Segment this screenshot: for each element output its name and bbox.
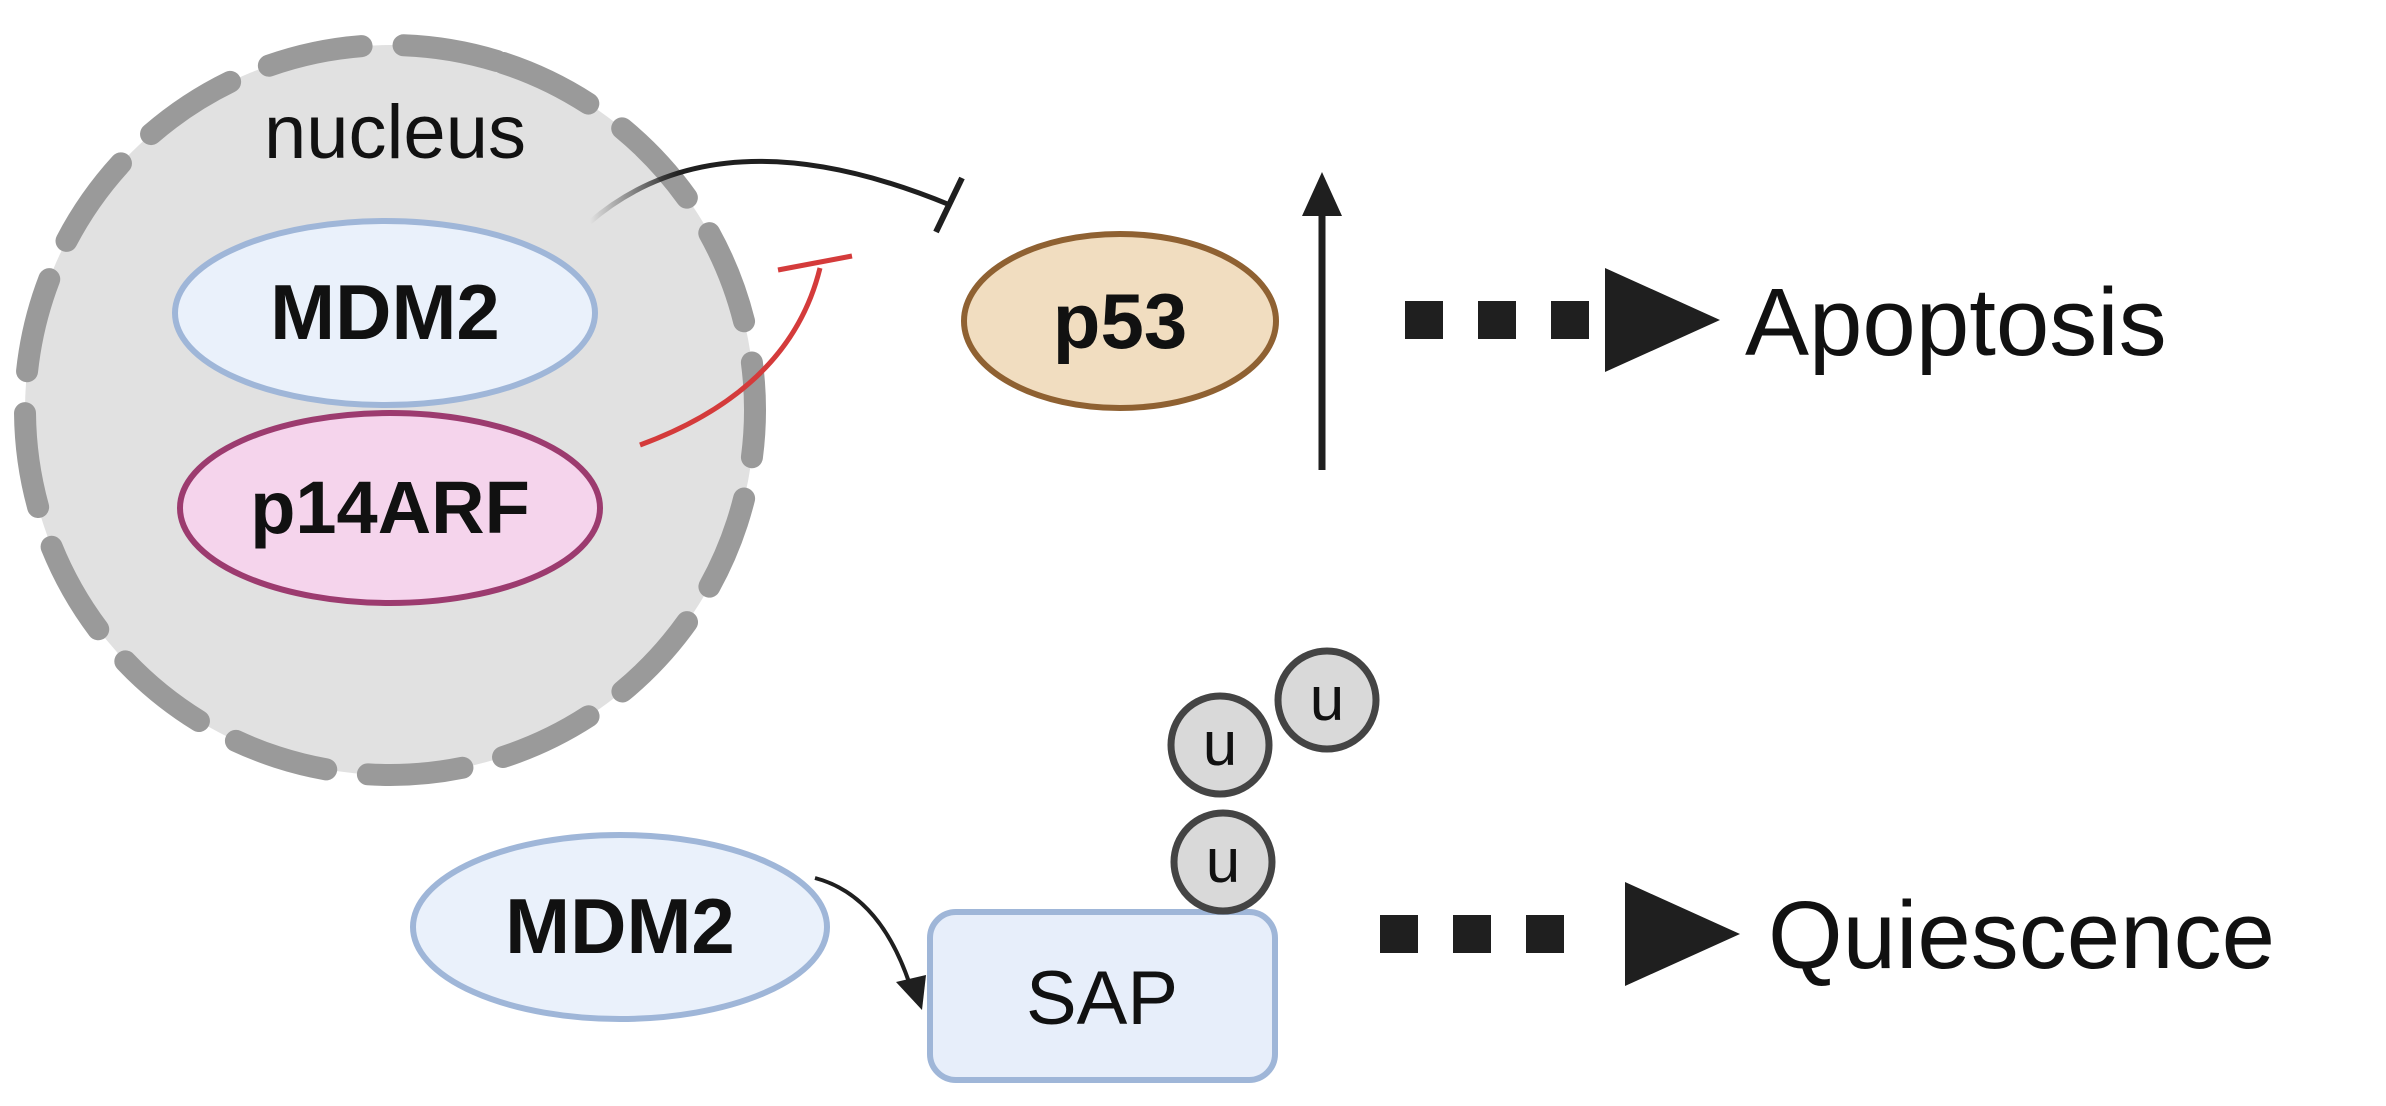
- p14arf-protein: p14ARF: [177, 410, 603, 606]
- ubiquitin-tag-1: u: [1170, 809, 1276, 915]
- p14arf-label: p14ARF: [250, 466, 530, 549]
- ubiquitin-label-3: u: [1310, 665, 1344, 734]
- p14arf-inhibits-mdm2: [639, 253, 853, 448]
- quiescence-dash-1: [1380, 915, 1418, 953]
- ubiquitin-label-1: u: [1206, 827, 1240, 896]
- ubiquitination-arrow-line: [814, 876, 912, 986]
- sap-label: SAP: [1026, 956, 1178, 1041]
- quiescence-dashed-arrow: [1380, 882, 1740, 986]
- p14arf-mdm2-inhibition-bar: [777, 253, 853, 273]
- ubiquitin-chain: u u u: [1167, 647, 1380, 915]
- apoptosis-label: Apoptosis: [1745, 269, 2167, 376]
- sap-protein: SAP: [927, 909, 1278, 1083]
- p53-shape: [961, 231, 1279, 411]
- mdm2-cyto-label: MDM2: [505, 882, 735, 970]
- p14arf-mdm2-inhibition-line: [639, 267, 823, 448]
- mdm2-cytoplasmic-protein: MDM2: [410, 832, 830, 1022]
- ubiquitin-label-2: u: [1203, 710, 1237, 779]
- apoptosis-dashed-arrow: [1405, 268, 1720, 372]
- p53-protein: p53: [961, 231, 1279, 411]
- quiescence-dash-3: [1526, 915, 1564, 953]
- ubiquitin-tag-3: u: [1274, 647, 1380, 753]
- nucleus-envelope: [14, 34, 766, 786]
- ubiquitin-tag-2: u: [1167, 692, 1273, 798]
- quiescence-label: Quiescence: [1768, 882, 2275, 989]
- sap-shape: [927, 909, 1278, 1083]
- nucleus-label: nucleus: [264, 90, 526, 175]
- mdm2-p53-inhibition-bar: [933, 176, 965, 234]
- increase-arrow-head: [1302, 172, 1342, 216]
- mdm2-cyto-shape: [410, 832, 830, 1022]
- quiescence-dash-2: [1453, 915, 1491, 953]
- p53-increase-arrow: [1302, 172, 1342, 470]
- apoptosis-dash-3: [1551, 301, 1589, 339]
- p14arf-shape: [177, 410, 603, 606]
- quiescence-arrow-head: [1625, 882, 1740, 986]
- mdm2-nuclear-shape: [172, 218, 598, 408]
- mdm2-ubiquitinates-sap: [814, 876, 926, 1010]
- apoptosis-arrow-head: [1605, 268, 1720, 372]
- ubiquitination-arrow-head: [896, 975, 926, 1010]
- apoptosis-dash-2: [1478, 301, 1516, 339]
- mdm2-inhibits-p53: [588, 158, 965, 234]
- mdm2-nuclear-protein: MDM2: [172, 218, 598, 408]
- p53-label: p53: [1053, 277, 1187, 365]
- mdm2-nuclear-label: MDM2: [270, 268, 500, 356]
- apoptosis-dash-1: [1405, 301, 1443, 339]
- mdm2-p53-inhibition-line: [588, 158, 951, 224]
